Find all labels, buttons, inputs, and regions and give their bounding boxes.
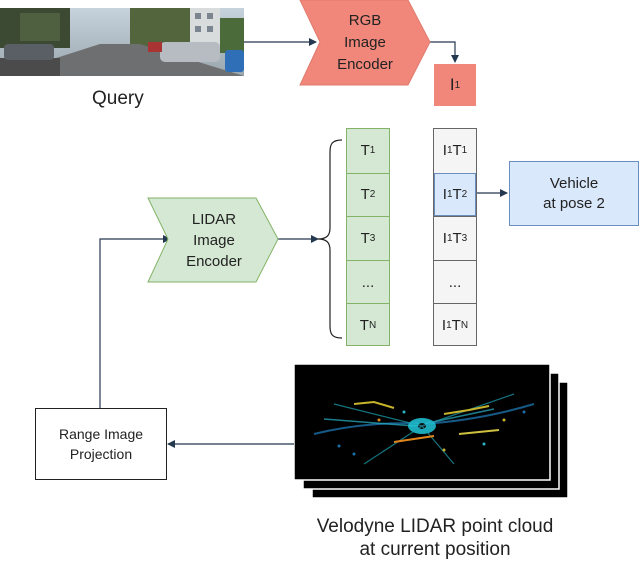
it-cell: ...: [434, 259, 476, 304]
range-image-projection-box: Range Image Projection: [35, 408, 167, 480]
vehicle-pose-box: Vehicle at pose 2: [509, 161, 639, 226]
rgb-encoder-label: RGB Image Encoder: [320, 8, 410, 78]
it-cell-b: T: [452, 185, 462, 203]
it-cell-b-sub: 1: [461, 145, 468, 157]
rgb-encoder-line-1: RGB: [348, 12, 382, 29]
lidar-encoder-shape: [147, 197, 279, 283]
lidar-encoder-line-3: Encoder: [186, 252, 242, 270]
point-cloud-stack: [294, 364, 569, 499]
it-cell-a-sub: 1: [446, 232, 453, 244]
it-cell-a: I: [442, 229, 447, 247]
query-photo: [0, 8, 244, 76]
it-cell-a: I: [441, 317, 447, 335]
lidar-encoder-label: LIDAR Image Encoder: [168, 205, 260, 275]
it-cell-b: T: [452, 229, 462, 247]
arrow-range-to-lidar-encoder: [99, 235, 171, 408]
brace: [317, 139, 343, 339]
lidar-encoder-line-2: Image: [193, 231, 235, 249]
it-cell-a: ...: [448, 273, 462, 291]
t-cell: ...: [347, 259, 389, 304]
caption-line-1: Velodyne LIDAR point cloud: [316, 516, 554, 537]
t-cell-base: ...: [361, 273, 375, 291]
t-cell-sub: N: [368, 320, 377, 332]
it-cell-a: I: [442, 185, 447, 203]
rgb-encoder-line-2: Image: [344, 34, 386, 51]
t-cell-base: T: [359, 317, 369, 335]
it-cell-b-sub: 2: [461, 188, 468, 200]
t-cell-base: T: [360, 186, 370, 204]
it-cell-b: T: [451, 317, 461, 335]
vehicle-line-2: at pose 2: [543, 194, 605, 212]
i1-sub: 1: [454, 79, 461, 91]
it-cell-a-sub: 1: [446, 145, 453, 157]
caption-line-2: at current position: [359, 539, 511, 560]
rgb-encoder-shape: [299, 0, 431, 86]
query-label: Query: [92, 88, 144, 109]
lidar-encoder-line-1: LIDAR: [191, 210, 237, 228]
t-cell-sub: 3: [369, 232, 376, 244]
i1-base: I: [449, 75, 455, 94]
t-cell-sub: 2: [369, 189, 376, 201]
it-cell-b: T: [452, 142, 462, 160]
it-cell-a-sub: 1: [446, 188, 453, 200]
vehicle-line-1: Vehicle: [549, 174, 599, 192]
t-cell-base: T: [360, 229, 370, 247]
point-cloud-image: [313, 393, 535, 465]
it-cell-a-sub: 1: [446, 320, 452, 332]
t-cell-sub: 1: [369, 145, 376, 157]
rgb-encoder-line-3: Encoder: [337, 56, 393, 73]
range-line-1: Range Image: [58, 426, 144, 442]
point-cloud-caption: Velodyne LIDAR point cloud at current po…: [270, 515, 600, 561]
arrow-rgb-encoder-to-i1: [430, 41, 459, 63]
it-cell-b-sub: N: [460, 320, 469, 332]
i1-box-shape: [434, 64, 476, 106]
it-cell-a: I: [442, 142, 447, 160]
range-line-2: Projection: [69, 446, 133, 462]
t-cell-base: T: [360, 142, 370, 160]
it-cell-b-sub: 3: [461, 232, 468, 244]
